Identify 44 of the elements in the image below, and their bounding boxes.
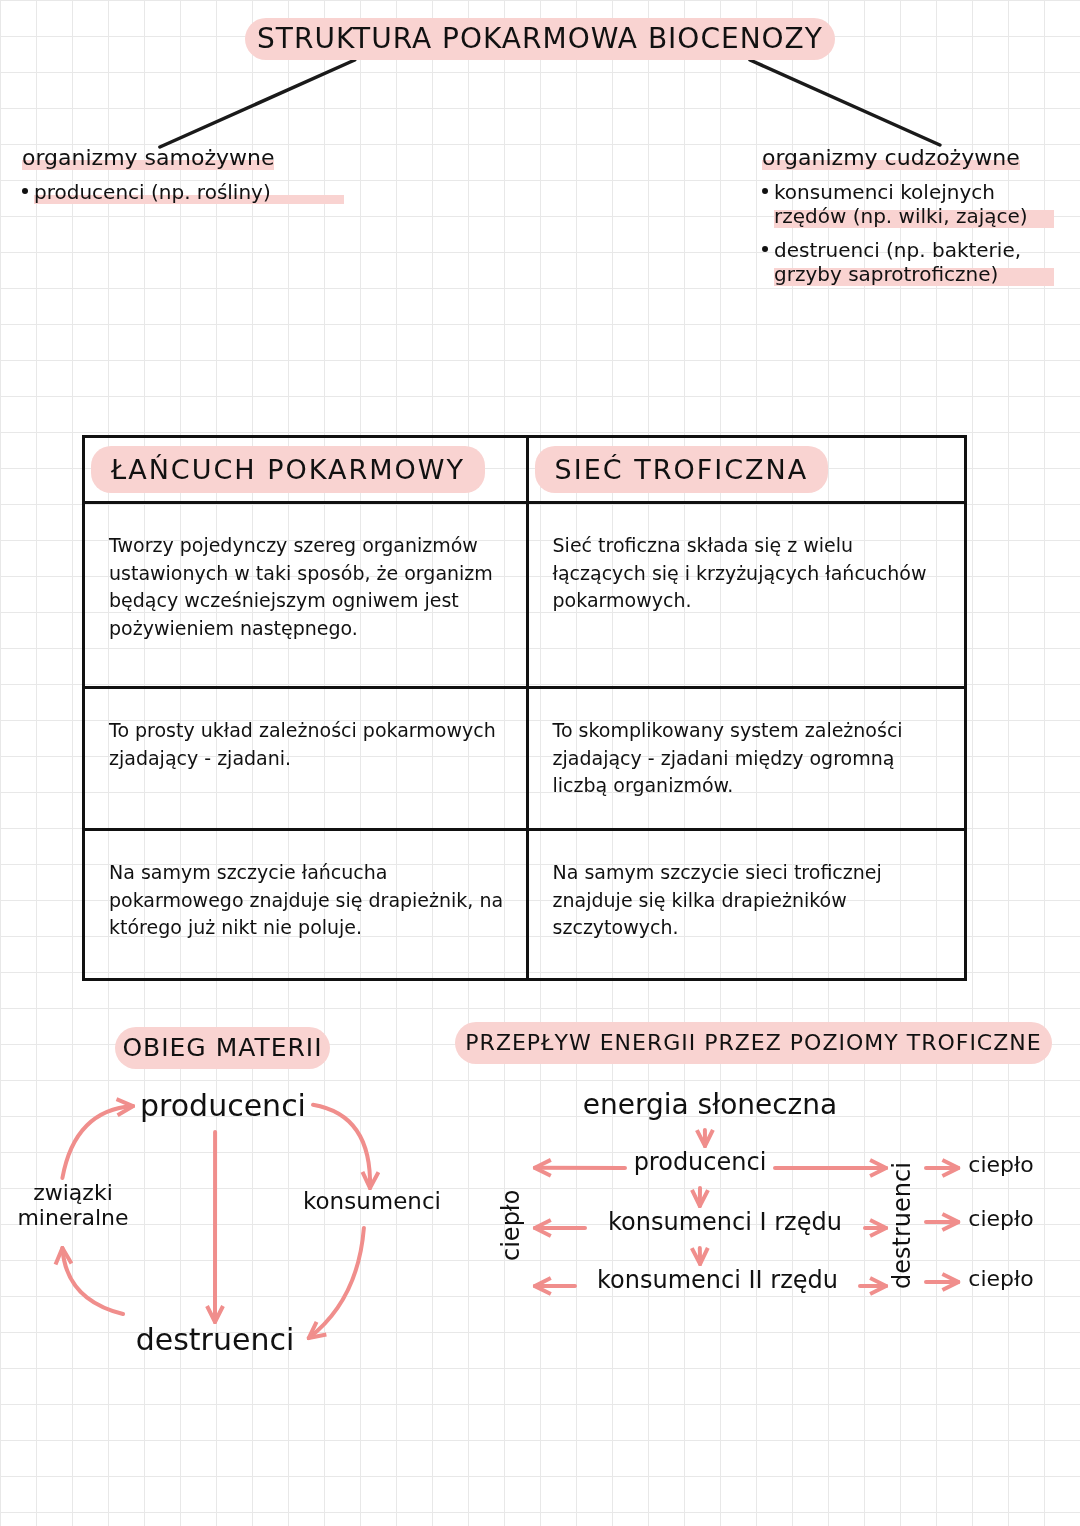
table-cell: Sieć troficzna składa się z wielu łączących się i krzyżujących łańcuchów pokarmowych. [527, 502, 966, 688]
node-label: ciepło [960, 1206, 1042, 1238]
connector-line [158, 58, 357, 149]
arrow [306, 1225, 366, 1340]
node-label: producenci [133, 1088, 313, 1130]
table-cell: Tworzy pojedynczy szereg organizmów ustawionych w taki sposób, że organizm będący wcześniejszym ogniwem jest pożywieniem następnego. [83, 502, 528, 688]
node-label: ciepło [497, 1160, 533, 1290]
arrow [863, 1218, 889, 1238]
arrow [924, 1158, 961, 1178]
arrow [924, 1211, 961, 1232]
table-cell: To prosty układ zależności pokarmowych zjadający - zjadani. [83, 687, 528, 830]
node-label: ciepło [960, 1152, 1042, 1184]
column-heading: ŁAŃCUCH POKARMOWY [91, 446, 485, 494]
node-label: konsumenci I rzędu [585, 1208, 865, 1248]
arrow [54, 1246, 125, 1316]
section-heading: PRZEPŁYW ENERGII PRZEZ POZIOMY TROFICZNE [455, 1022, 1052, 1064]
arrow [773, 1158, 889, 1178]
node-label: ciepło [960, 1266, 1042, 1298]
arrow [690, 1186, 710, 1208]
node-label: destruenci [123, 1322, 307, 1364]
arrow [532, 1276, 577, 1297]
arrow [311, 1102, 380, 1190]
list-item: producenci (np. rośliny) [34, 180, 344, 204]
table-cell: Na samym szczycie sieci troficznej znajduje się kilka drapieżników szczytowych. [527, 829, 966, 980]
title-banner: STRUKTURA POKARMOWA BIOCENOZY [245, 18, 835, 60]
table-cell: To skomplikowany system zależności zjadający - zjadani między ogromną liczbą organizmów. [527, 687, 966, 830]
arrow [60, 1098, 135, 1180]
arrow [532, 1157, 627, 1178]
table-cell: Na samym szczycie łańcucha pokarmowego znajduje się drapieżnik, na którego już nikt nie poluje. [83, 829, 528, 980]
arrow [205, 1130, 225, 1324]
arrow [694, 1127, 715, 1148]
node-label: destruenci [888, 1148, 926, 1303]
column-heading: SIEĆ TROFICZNA [534, 446, 829, 494]
node-label: energia słoneczna [575, 1088, 845, 1130]
arrow [532, 1218, 587, 1238]
node-label: konsumenci II rzędu [575, 1266, 860, 1306]
arrow [924, 1272, 961, 1293]
connector-line [748, 58, 942, 147]
node-label: związki mineralne [14, 1180, 132, 1246]
arrow [689, 1245, 710, 1266]
node-label: producenci [625, 1148, 775, 1188]
node-label: konsumenci [296, 1188, 448, 1226]
section-heading: OBIEG MATERII [115, 1027, 330, 1069]
arrow [858, 1276, 889, 1296]
